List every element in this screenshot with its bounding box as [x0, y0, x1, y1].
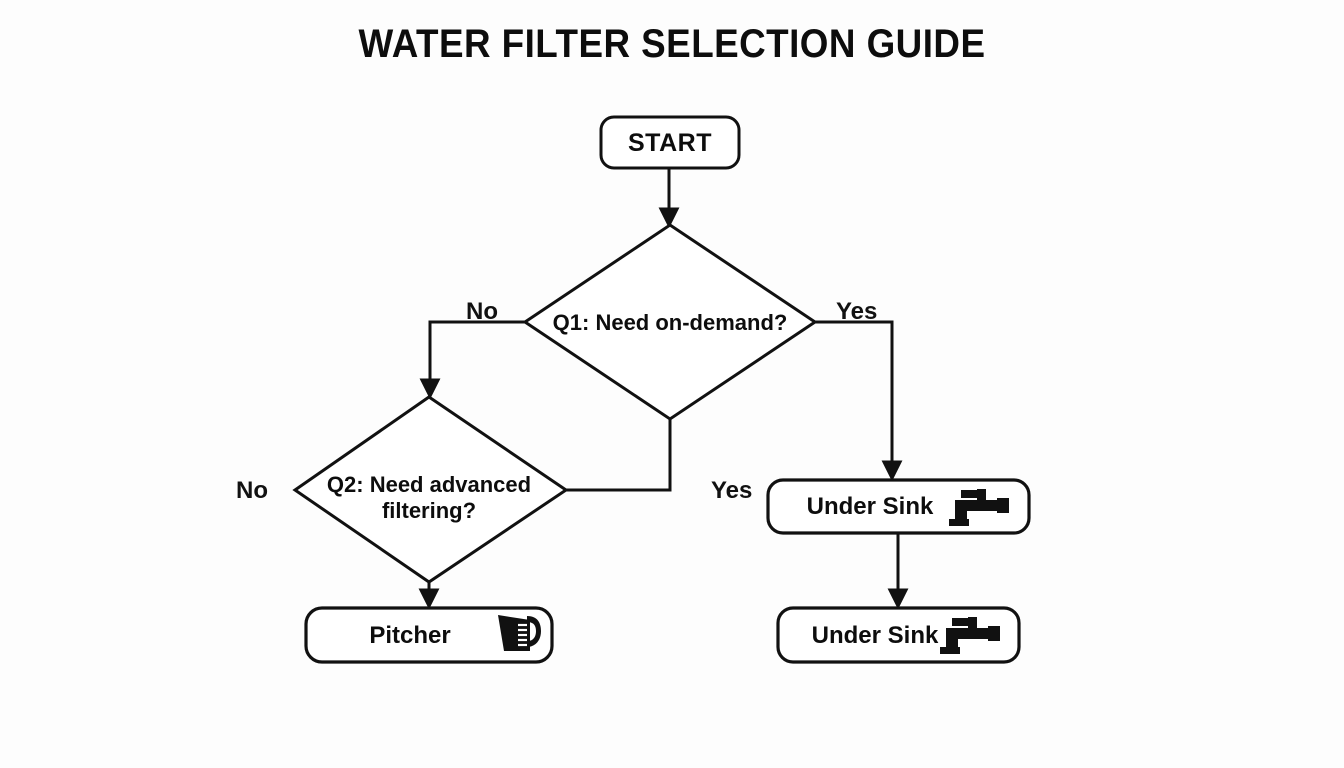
- faucet-icon: [949, 489, 1009, 526]
- node-start[interactable]: [599, 115, 741, 170]
- edge-q1-no-to-q2: [419, 320, 525, 400]
- edge-label-q2-no: No: [236, 477, 268, 504]
- edge-label-q1-no: No: [466, 298, 498, 325]
- edge-label-q2-yes: Yes: [711, 477, 753, 504]
- edge-q1-yes-to-under-sink-1: [815, 320, 903, 482]
- node-q2-decision[interactable]: [292, 395, 569, 584]
- edge-label-q1-yes: Yes: [836, 298, 878, 325]
- page-title: WATER FILTER SELECTION GUIDE: [358, 22, 986, 66]
- edge-q2-yes-to-q1: [566, 419, 672, 492]
- node-pitcher[interactable]: [304, 606, 554, 664]
- node-q1-label: Q1: Need on-demand?: [552, 310, 788, 335]
- node-q1-decision[interactable]: [522, 223, 818, 421]
- measuring-pitcher-icon: [498, 615, 541, 651]
- node-q2-label: Q2: Need advanced filtering?: [326, 472, 532, 523]
- faucet-icon: [940, 617, 1000, 654]
